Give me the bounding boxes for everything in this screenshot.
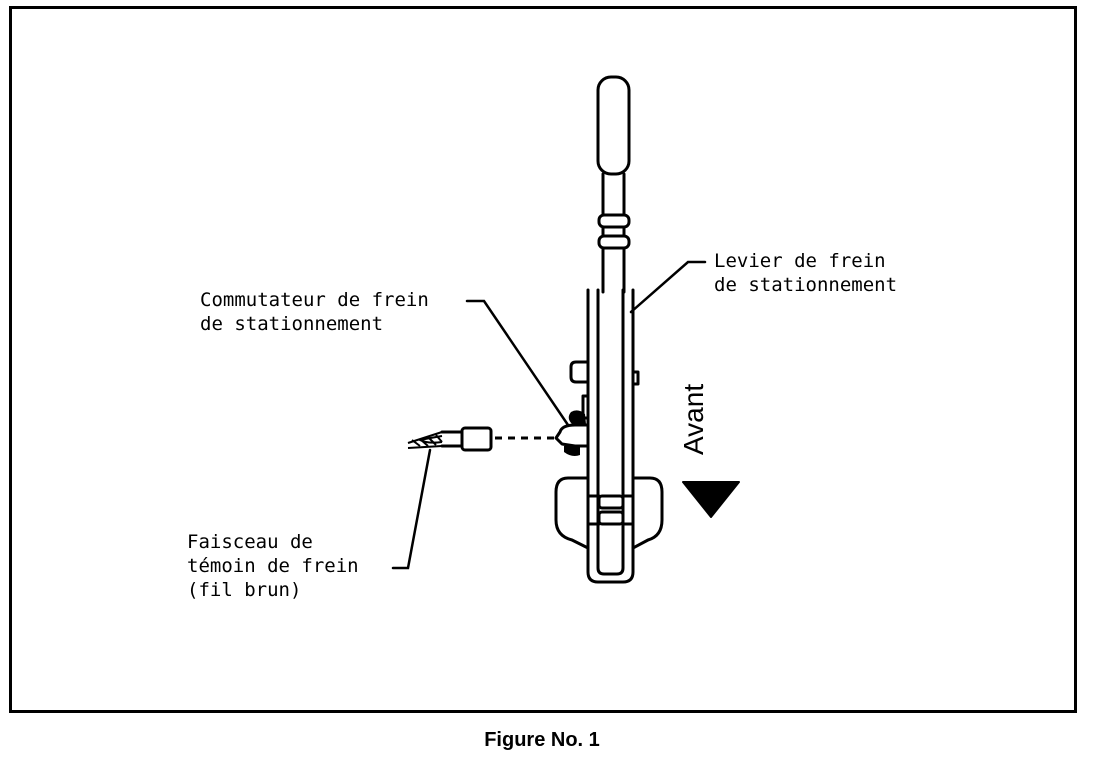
bracket-bolt-1 — [597, 494, 625, 510]
figure-caption: Figure No. 1 — [484, 729, 600, 751]
leader-faisceau — [391, 448, 432, 570]
label-parking-brake-lever: Levier de frein de stationnement — [714, 250, 898, 296]
lever-shaft — [601, 172, 626, 216]
bracket-bolt-2 — [597, 510, 625, 526]
lever-rib-2 — [597, 234, 631, 250]
switch-terminal-top — [568, 410, 586, 424]
brake-switch — [554, 423, 590, 448]
lever-rib-1 — [597, 213, 631, 229]
switch-terminal-bottom — [564, 446, 580, 456]
leader-commutateur — [465, 299, 570, 427]
mounting-bracket — [554, 476, 590, 550]
label-brake-warning-harness: Faisceau de témoin de frein (fil brun) — [187, 531, 359, 601]
lever-tab-right — [631, 370, 640, 386]
connector — [460, 426, 493, 452]
label-forward: Avant — [678, 383, 709, 455]
forward-arrow-icon — [682, 481, 740, 518]
leader-levier — [629, 260, 707, 314]
lever-tab-left — [569, 360, 590, 384]
lever-inner-slot — [596, 288, 625, 576]
lever-grip — [596, 75, 631, 176]
lever-body — [586, 288, 635, 584]
figure-frame — [9, 6, 1077, 713]
label-parking-brake-switch: Commutateur de frein de stationnement — [200, 289, 429, 335]
